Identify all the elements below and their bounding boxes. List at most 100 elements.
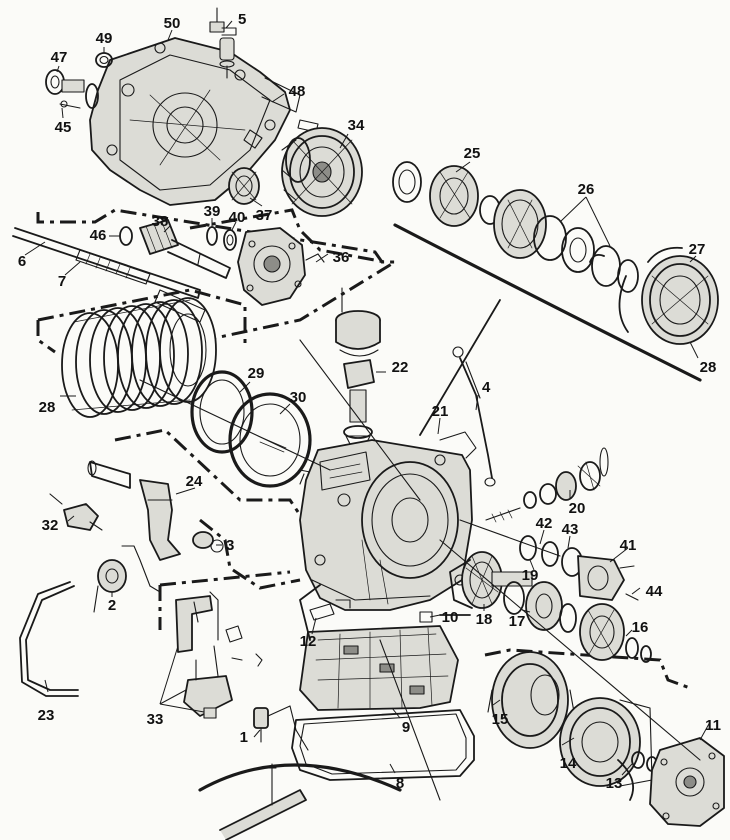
label-37: 37 <box>256 207 273 224</box>
rear-clutch-drum <box>641 246 719 345</box>
pinion-shaft <box>139 219 231 279</box>
vent-bolt <box>209 7 237 79</box>
upper-right-arc <box>393 223 702 382</box>
shift-linkage-bracket <box>175 591 263 719</box>
label-22: 22 <box>392 359 409 376</box>
snap-ring-large <box>589 253 629 333</box>
upper-right-pointer <box>419 299 501 436</box>
label-30: 30 <box>290 389 307 406</box>
label-49: 49 <box>96 30 113 47</box>
filter-screen <box>309 599 433 623</box>
label-42: 42 <box>536 515 553 532</box>
solenoid <box>93 545 161 613</box>
label-5: 5 <box>238 11 246 28</box>
label-10: 10 <box>442 609 459 626</box>
label-36: 36 <box>333 249 350 266</box>
thrust-washers <box>206 226 237 251</box>
neutral-switch <box>253 705 309 751</box>
bell-housing <box>89 37 301 206</box>
dipstick-tube <box>452 346 496 487</box>
right-group-outline <box>484 648 691 690</box>
label-14: 14 <box>560 755 577 772</box>
label-9: 9 <box>402 719 410 736</box>
clutch-pack-group-outline <box>36 288 247 354</box>
detent-plunger <box>192 531 224 553</box>
label-12: 12 <box>300 633 317 650</box>
label-8: 8 <box>396 775 404 792</box>
label-23: 23 <box>38 707 55 724</box>
label-6: 6 <box>18 253 26 270</box>
lower-rod <box>219 763 307 840</box>
pressure-plate <box>190 370 254 454</box>
label-40: 40 <box>229 209 246 226</box>
label-27: 27 <box>689 241 706 258</box>
kickdown-lever <box>49 493 103 531</box>
label-15: 15 <box>492 711 509 728</box>
label-46: 46 <box>90 227 107 244</box>
label-7: 7 <box>58 273 66 290</box>
label-47: 47 <box>51 49 68 66</box>
clutch-disc-pack <box>61 297 217 418</box>
reverse-drum <box>559 697 653 787</box>
rear-planet-carrier <box>579 603 652 663</box>
label-32: 32 <box>42 517 59 534</box>
label-50: 50 <box>164 15 181 32</box>
label-24: 24 <box>186 473 203 490</box>
label-48: 48 <box>289 83 306 100</box>
label-1: 1 <box>240 729 248 746</box>
differential-ring-gear <box>281 127 363 217</box>
label-2: 2 <box>108 597 116 614</box>
torque-converter <box>487 651 575 749</box>
label-19: 19 <box>522 567 539 584</box>
oil-pan-gasket <box>291 709 475 781</box>
label-44: 44 <box>646 583 663 600</box>
planetary-gear-set <box>493 189 639 293</box>
label-4: 4 <box>482 379 491 396</box>
belleville-spring <box>228 392 312 488</box>
one-way-clutch <box>449 551 533 609</box>
label-20: 20 <box>569 500 586 517</box>
gasket-lower <box>299 584 471 641</box>
oil-pump <box>237 227 325 306</box>
leader-lines <box>24 20 711 776</box>
front-clutch-drum <box>392 161 501 227</box>
accumulator-piston <box>485 447 609 523</box>
extension-housing <box>649 737 725 827</box>
label-3: 3 <box>226 537 234 554</box>
label-39: 39 <box>204 203 221 220</box>
governor-assembly <box>335 287 381 445</box>
label-21: 21 <box>432 403 449 420</box>
label-26: 26 <box>578 181 595 198</box>
label-28-right: 28 <box>700 359 717 376</box>
label-18: 18 <box>476 611 493 628</box>
label-13: 13 <box>606 775 623 792</box>
transmission-case <box>299 431 477 611</box>
servo-piston <box>519 535 639 601</box>
label-38: 38 <box>152 213 169 230</box>
speedo-drive <box>45 69 99 109</box>
label-45: 45 <box>55 119 72 136</box>
valve-body <box>299 625 459 711</box>
lower-left-group-outline <box>114 428 302 516</box>
selector-lever <box>87 460 181 561</box>
label-33: 33 <box>147 711 164 728</box>
cooler-lines <box>19 581 79 697</box>
label-29: 29 <box>248 365 265 382</box>
label-34: 34 <box>348 117 365 134</box>
snap-ring-small <box>119 226 133 246</box>
reaction-sun-gear <box>503 581 577 633</box>
idler-gear <box>228 167 260 205</box>
label-43: 43 <box>562 521 579 538</box>
label-41: 41 <box>620 537 637 554</box>
label-17: 17 <box>509 613 526 630</box>
label-25: 25 <box>464 145 481 162</box>
label-11: 11 <box>705 717 721 734</box>
label-16: 16 <box>632 619 649 636</box>
pump-group-outline <box>189 208 386 264</box>
upper-left-group-outline <box>36 208 401 340</box>
part-labels: 1 2 3 4 5 6 7 8 9 10 11 12 13 14 15 16 1… <box>18 11 721 792</box>
label-28-left: 28 <box>39 399 56 416</box>
input-shaft <box>12 227 206 323</box>
